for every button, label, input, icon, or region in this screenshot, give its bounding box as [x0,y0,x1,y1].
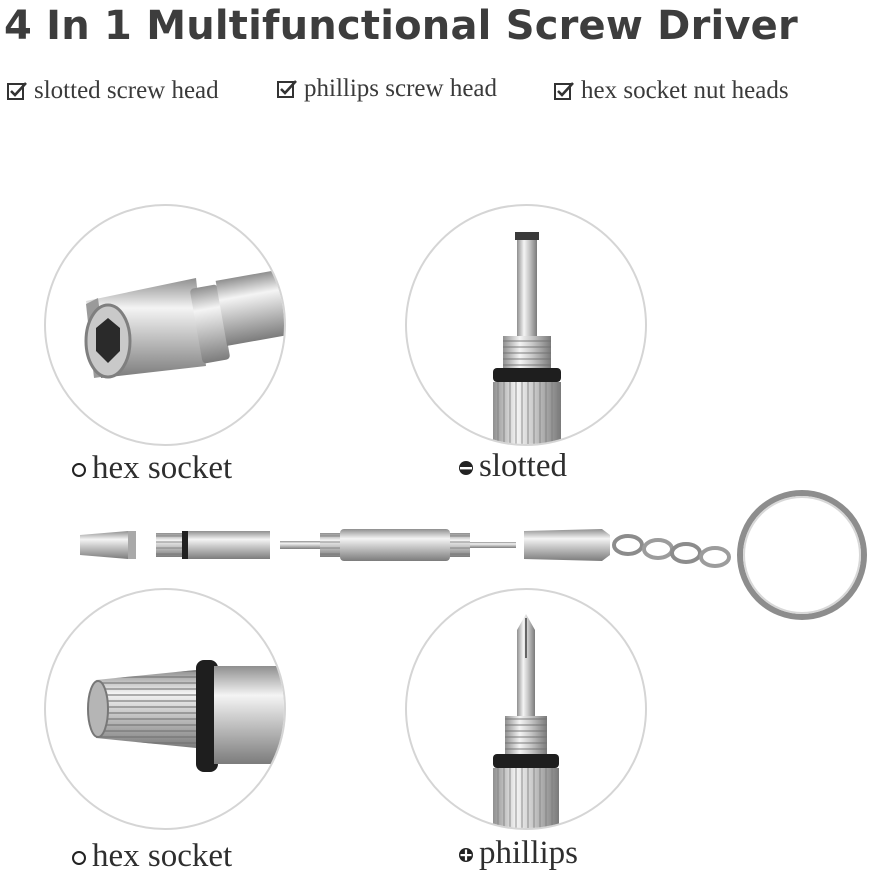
screwdriver-product-image [70,485,874,625]
panel-label: hex socket [92,450,233,486]
panel-label-hex-socket: hex socket [70,450,232,487]
feature-label: phillips screw head [304,75,498,102]
panel-label-phillips: phillips [457,835,578,872]
panel-label: hex socket [92,838,233,874]
slotted-tip-image [493,232,561,444]
circle-outline-icon [72,462,86,477]
checkbox-icon [554,82,574,100]
threaded-socket-closeup [44,588,286,830]
feature-label: slotted screw head [34,77,219,104]
feature-item: slotted screw head [6,77,219,105]
panel-label-hex-socket-2: hex socket [70,838,232,875]
feature-item: hex socket nut heads [553,77,789,105]
feature-label: hex socket nut heads [581,77,789,104]
hex-socket-tip-image [84,266,284,379]
threaded-socket-image [87,660,284,772]
slotted-closeup [405,204,647,446]
checkbox-icon [277,80,297,98]
circle-outline-icon [72,850,86,865]
hex-socket-closeup [44,204,286,446]
phillips-tip-image [493,614,559,828]
screwdriver-assembly [80,490,867,620]
feature-list: slotted screw head phillips screw head h… [0,74,874,110]
panel-label: phillips [479,835,579,871]
panel-label-slotted: slotted [457,448,567,485]
phillips-head-icon [459,847,473,862]
phillips-closeup [405,588,647,830]
feature-item: phillips screw head [276,75,497,103]
checkbox-icon [7,82,27,100]
page-title: 4 In 1 Multifunctional Screw Driver [4,3,798,49]
slotted-head-icon [459,460,473,475]
panel-label: slotted [479,448,567,484]
